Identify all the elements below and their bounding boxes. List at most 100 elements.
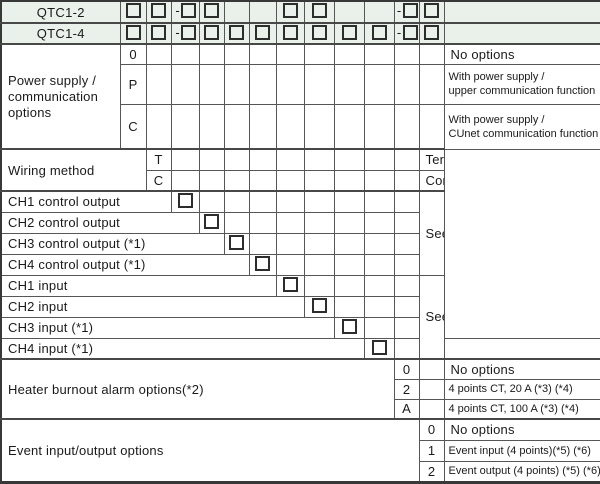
empty-cell	[333, 274, 365, 297]
empty-cell	[170, 148, 200, 171]
option-box-icon	[229, 25, 244, 40]
heater-code-0: 0	[393, 358, 420, 380]
power-desc-0: No options	[443, 43, 600, 65]
option-box-icon	[282, 3, 298, 19]
model-digit-box	[303, 0, 335, 24]
option-box-icon	[311, 297, 327, 313]
heater-code-a: A	[393, 398, 420, 420]
empty-cell	[170, 63, 200, 105]
empty-cell	[363, 232, 395, 255]
option-box-icon	[151, 3, 166, 19]
wiring-group-label: Wiring method	[0, 148, 147, 192]
power-code-p: P	[119, 63, 147, 105]
empty-cell	[223, 63, 250, 105]
wiring-code-t: T	[145, 148, 172, 171]
empty-cell	[363, 274, 395, 297]
option-box-icon	[341, 25, 357, 40]
model-digit-box	[145, 0, 172, 24]
empty-cell	[418, 103, 445, 150]
option-box-icon	[371, 25, 387, 40]
empty-cell	[393, 190, 420, 213]
empty-cell	[248, 148, 277, 171]
model-row-qtc1-2: QTC1-2 - -	[0, 0, 600, 24]
empty-cell	[363, 148, 395, 171]
empty-cell	[418, 398, 445, 420]
heater-desc-0: No options	[443, 358, 600, 380]
dash-glyph: -	[396, 24, 402, 40]
option-box-icon	[181, 3, 196, 19]
model-digit-empty	[363, 0, 395, 24]
empty-cell	[248, 63, 277, 105]
empty-cell	[393, 211, 420, 234]
empty-cell	[198, 43, 225, 65]
ch2-input-row: CH2 input	[0, 295, 600, 318]
empty-cell	[393, 63, 420, 105]
ch4-input-row: CH4 input (*1)	[0, 337, 600, 360]
wiring-desc-c: Connector type	[418, 169, 445, 192]
empty-cell	[303, 103, 335, 150]
code-position-box	[303, 295, 335, 318]
code-position-box	[275, 274, 305, 297]
power-label-line2: communication	[8, 88, 99, 104]
empty-cell	[303, 253, 335, 276]
empty-cell	[393, 337, 420, 360]
empty-cell	[248, 43, 277, 65]
model-digit-box	[418, 22, 445, 45]
empty-cell	[303, 211, 335, 234]
model-digit-box	[275, 22, 305, 45]
ch2-input-label: CH2 input	[0, 295, 305, 318]
empty-cell	[145, 103, 172, 150]
empty-cell	[275, 103, 305, 150]
event-option-row-0: Event input/output options 0 No options	[0, 418, 600, 483]
empty-cell	[303, 190, 335, 213]
empty-cell	[393, 169, 420, 192]
empty-cell	[333, 169, 365, 192]
model-digit-empty	[223, 0, 250, 24]
event-desc-1: Event input (4 points)(*5) (*6)	[443, 439, 600, 462]
event-desc-2: Event output (4 points) (*5) (*6)	[443, 460, 600, 483]
power-code-0: 0	[119, 43, 147, 65]
model-row-qtc1-4: QTC1-4 - -	[0, 22, 600, 45]
power-label-line3: options	[8, 104, 52, 120]
empty-cell	[363, 63, 395, 105]
model-digit-box	[145, 22, 172, 45]
wiring-desc-t: Terminal block type	[418, 148, 445, 171]
empty-cell	[393, 232, 420, 255]
option-box-icon	[402, 3, 418, 19]
empty-cell	[363, 295, 395, 318]
model-name: QTC1-4	[0, 22, 121, 45]
model-digit-dash-box: -	[170, 22, 200, 45]
empty-cell	[303, 63, 335, 105]
empty-cell	[333, 232, 365, 255]
empty-cell	[393, 43, 420, 65]
empty-cell	[303, 232, 335, 255]
option-box-icon	[371, 339, 387, 355]
power-option-row-c: C With power supply / CUnet communicatio…	[1, 103, 600, 150]
empty-cell	[248, 169, 277, 192]
event-code-2: 2	[418, 460, 445, 483]
option-box-icon	[255, 25, 270, 40]
option-box-icon	[282, 25, 298, 40]
empty-cell	[223, 190, 250, 213]
code-position-box	[223, 232, 250, 255]
ch4-control-output-label: CH4 control output (*1)	[0, 253, 250, 276]
option-box-icon	[311, 3, 327, 19]
option-box-icon	[204, 3, 219, 19]
ch3-control-output-row: CH3 control output (*1)	[0, 232, 600, 255]
model-digit-empty	[248, 0, 277, 24]
ch1-input-row: CH1 input See input code table	[0, 274, 600, 360]
empty-cell	[333, 253, 365, 276]
empty-cell	[303, 43, 335, 65]
empty-cell	[333, 211, 365, 234]
option-box-icon	[341, 318, 357, 334]
empty-cell	[198, 148, 225, 171]
event-desc-0: No options	[443, 418, 600, 441]
empty-cell	[333, 43, 365, 65]
model-digit-box	[198, 22, 225, 45]
option-box-icon	[204, 213, 219, 229]
empty-cell	[198, 190, 225, 213]
option-box-icon	[282, 276, 298, 292]
event-option-row-1: 1 Event input (4 points)(*5) (*6)	[1, 439, 600, 462]
option-box-icon	[181, 25, 196, 40]
